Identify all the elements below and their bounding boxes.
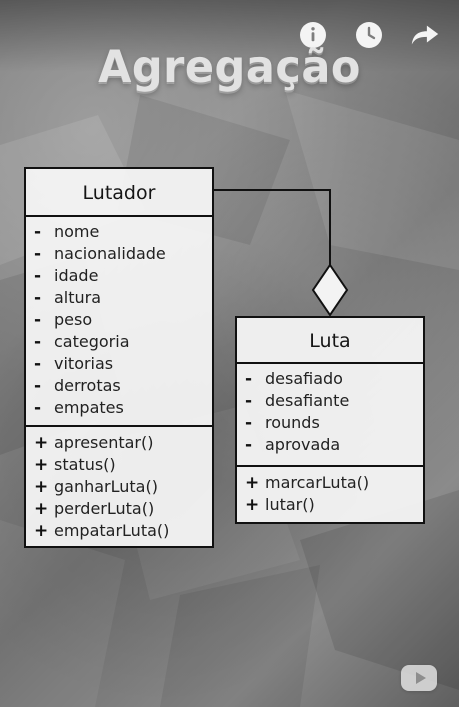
visibility-symbol: - — [34, 376, 42, 396]
attribute-row: - desafiante — [245, 390, 423, 412]
visibility-symbol: - — [34, 222, 42, 242]
class-box-luta: Luta - desafiado - desafiante - rounds -… — [235, 316, 425, 524]
play-icon[interactable] — [401, 665, 437, 691]
method-row: + marcarLuta() — [245, 472, 423, 494]
visibility-symbol: - — [34, 266, 42, 286]
method-row: + status() — [34, 454, 212, 476]
visibility-symbol: - — [34, 310, 42, 330]
attribute-row: - derrotas — [34, 375, 212, 397]
clock-icon[interactable] — [353, 19, 385, 51]
attribute-row: - vitorias — [34, 353, 212, 375]
attribute-name: rounds — [265, 413, 320, 432]
visibility-symbol: + — [245, 495, 260, 515]
method-name: apresentar() — [54, 433, 154, 452]
visibility-symbol: - — [34, 288, 42, 308]
visibility-symbol: - — [245, 369, 253, 389]
attribute-name: categoria — [54, 332, 130, 351]
method-name: lutar() — [265, 495, 315, 514]
share-icon[interactable] — [409, 19, 441, 51]
visibility-symbol: - — [34, 398, 42, 418]
visibility-symbol: - — [34, 244, 42, 264]
attribute-name: idade — [54, 266, 99, 285]
visibility-symbol: + — [34, 477, 49, 497]
method-row: + apresentar() — [34, 432, 212, 454]
attribute-name: altura — [54, 288, 102, 307]
top-icons — [297, 19, 441, 51]
methods-section-lutador: + apresentar() + status() + ganharLuta()… — [26, 427, 212, 542]
method-name: ganharLuta() — [54, 477, 158, 496]
attribute-row: - idade — [34, 265, 212, 287]
attributes-section-lutador: - nome - nacionalidade - idade - altura … — [26, 217, 212, 427]
attribute-row: - desafiado — [245, 368, 423, 390]
visibility-symbol: - — [245, 391, 253, 411]
attribute-row: - altura — [34, 287, 212, 309]
attribute-name: peso — [54, 310, 93, 329]
method-name: perderLuta() — [54, 499, 155, 518]
method-row: + empatarLuta() — [34, 520, 212, 542]
info-icon[interactable] — [297, 19, 329, 51]
attribute-row: - aprovada — [245, 434, 423, 456]
attribute-name: desafiante — [265, 391, 350, 410]
visibility-symbol: + — [34, 433, 49, 453]
attribute-row: - categoria — [34, 331, 212, 353]
visibility-symbol: - — [245, 413, 253, 433]
attributes-section-luta: - desafiado - desafiante - rounds - apro… — [237, 364, 423, 467]
attribute-row: - empates — [34, 397, 212, 419]
attribute-row: - peso — [34, 309, 212, 331]
attribute-name: nome — [54, 222, 100, 241]
visibility-symbol: + — [34, 455, 49, 475]
method-row: + lutar() — [245, 494, 423, 516]
method-row: + perderLuta() — [34, 498, 212, 520]
attribute-name: desafiado — [265, 369, 343, 388]
class-name-luta: Luta — [237, 318, 423, 364]
attribute-name: empates — [54, 398, 124, 417]
attribute-row: - nacionalidade — [34, 243, 212, 265]
visibility-symbol: + — [34, 499, 49, 519]
attribute-name: vitorias — [54, 354, 114, 373]
attribute-row: - nome — [34, 221, 212, 243]
visibility-symbol: - — [245, 435, 253, 455]
method-name: marcarLuta() — [265, 473, 370, 492]
method-row: + ganharLuta() — [34, 476, 212, 498]
attribute-name: derrotas — [54, 376, 121, 395]
method-name: empatarLuta() — [54, 521, 170, 540]
visibility-symbol: - — [34, 332, 42, 352]
visibility-symbol: + — [34, 521, 49, 541]
page-title: Agregação — [98, 42, 361, 94]
class-name-lutador: Lutador — [26, 169, 212, 217]
top-bar — [0, 0, 459, 72]
methods-section-luta: + marcarLuta() + lutar() — [237, 467, 423, 516]
attribute-name: nacionalidade — [54, 244, 166, 263]
method-name: status() — [54, 455, 116, 474]
visibility-symbol: - — [34, 354, 42, 374]
class-box-lutador: Lutador - nome - nacionalidade - idade -… — [24, 167, 214, 548]
visibility-symbol: + — [245, 473, 260, 493]
attribute-name: aprovada — [265, 435, 341, 454]
attribute-row: - rounds — [245, 412, 423, 434]
